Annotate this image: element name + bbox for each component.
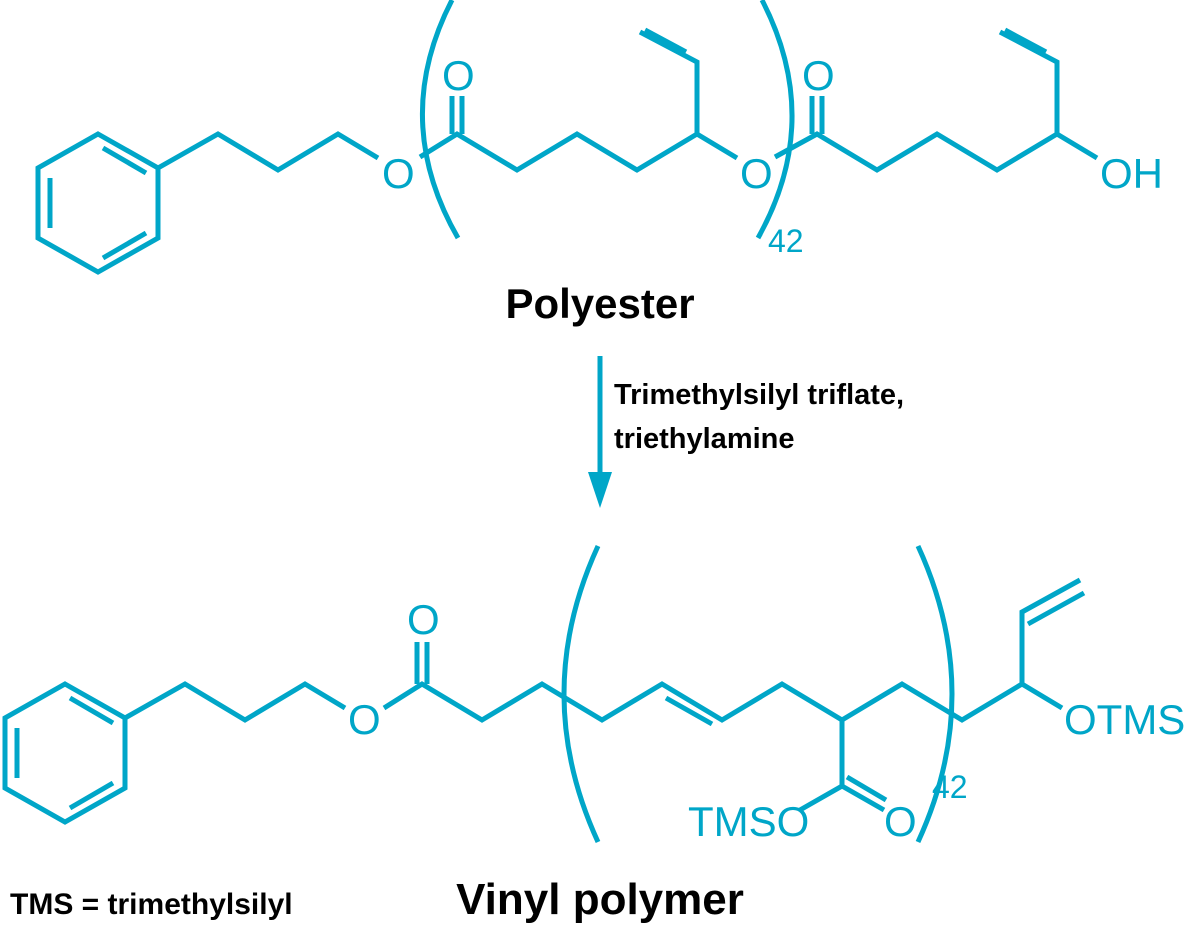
repeat-subscript: 42 [932, 769, 968, 805]
polyester-label: Polyester [505, 280, 694, 327]
backbone-bottom [382, 681, 1064, 723]
reagent-line-2: triethylamine [614, 423, 795, 455]
benzene-ring-top [35, 131, 161, 275]
atom-oh: OH [1100, 150, 1163, 197]
end-chain-top [773, 131, 1099, 173]
vinyl-group-top-1 [638, 29, 700, 134]
benzene-inner-bonds-top [47, 145, 148, 261]
reagent-line-1: Trimethylsilyl triflate, [614, 379, 904, 411]
atom-o: O [407, 596, 440, 643]
repeat-subscript: 42 [768, 223, 804, 259]
tms-footnote: TMS = trimethylsilyl [10, 888, 293, 921]
atom-tmso: TMSO [688, 798, 809, 845]
reaction-arrow [588, 356, 612, 508]
benzene-ring-bottom [2, 681, 128, 825]
atom-o: O [442, 52, 475, 99]
atom-o: O [740, 150, 773, 197]
vinyl-polymer-structure: O O TMSO O OTMS 42 [2, 544, 1185, 845]
repeat-bracket-left-top [419, 0, 461, 240]
atom-o: O [382, 150, 415, 197]
ester-side-group [798, 720, 845, 813]
atom-o: O [884, 798, 917, 845]
propyl-chain-bottom [123, 681, 347, 723]
vinyl-polymer-label: Vinyl polymer [456, 875, 744, 924]
atom-o: O [802, 52, 835, 99]
repeat-bracket-right-top [755, 0, 795, 240]
polyester-structure: O O O O OH 42 [35, 0, 1163, 275]
vinyl-group-top-2 [998, 29, 1060, 134]
atom-o: O [348, 696, 381, 743]
atom-otms: OTMS [1064, 696, 1185, 743]
repeat-bracket-left-bottom [561, 544, 601, 844]
repeat-backbone-top [418, 131, 739, 173]
benzene-inner-bonds-bottom [14, 695, 115, 811]
propyl-chain-top [156, 131, 380, 173]
repeat-bracket-right-bottom [915, 544, 955, 844]
vinyl-group-bottom [1019, 577, 1082, 684]
trans-double-bond [664, 695, 714, 727]
